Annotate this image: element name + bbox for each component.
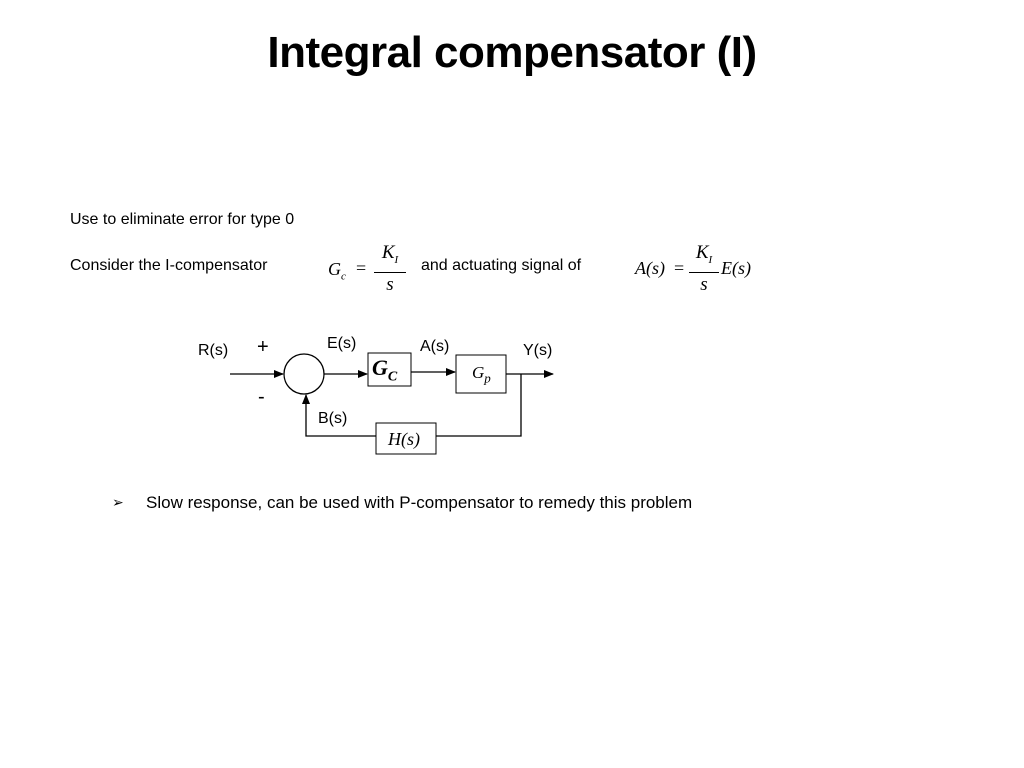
slide-title: Integral compensator (I): [267, 28, 757, 77]
minus-sign: -: [258, 386, 265, 408]
error-label: E(s): [327, 335, 357, 352]
eq1-lhs: Gc: [328, 259, 346, 283]
h-block: [375, 422, 437, 455]
bullet-text: Slow response, can be used with P-compen…: [146, 493, 693, 512]
type0-note: Use to eliminate error for type 0: [70, 211, 295, 228]
output-label: Y(s): [523, 342, 553, 359]
actuating-text: and actuating signal of: [421, 257, 582, 274]
eq2-lhs: A(s): [635, 258, 665, 278]
feedback-label: B(s): [318, 410, 348, 427]
gc-block-label: GC: [372, 355, 398, 385]
eq2-fraction: KI s: [689, 242, 719, 297]
eq1-equals: =: [356, 258, 367, 278]
eq2-equals: =: [674, 258, 685, 278]
consider-text: Consider the I-compensator: [70, 257, 268, 274]
feedback-path-left: [302, 394, 376, 437]
eq1-fraction: KI s: [374, 242, 406, 297]
feedback-path-right: [436, 374, 522, 437]
plus-sign: +: [257, 336, 269, 358]
gc-block: [367, 352, 412, 387]
summing-junction: [283, 353, 325, 395]
actuating-label: A(s): [420, 338, 450, 355]
input-label: R(s): [198, 342, 229, 359]
eq2-rhs: E(s): [721, 258, 751, 278]
bullet-arrow-icon: ➢: [112, 494, 124, 510]
gp-block-label: Gp: [472, 363, 491, 386]
h-block-label: H(s): [388, 429, 420, 449]
